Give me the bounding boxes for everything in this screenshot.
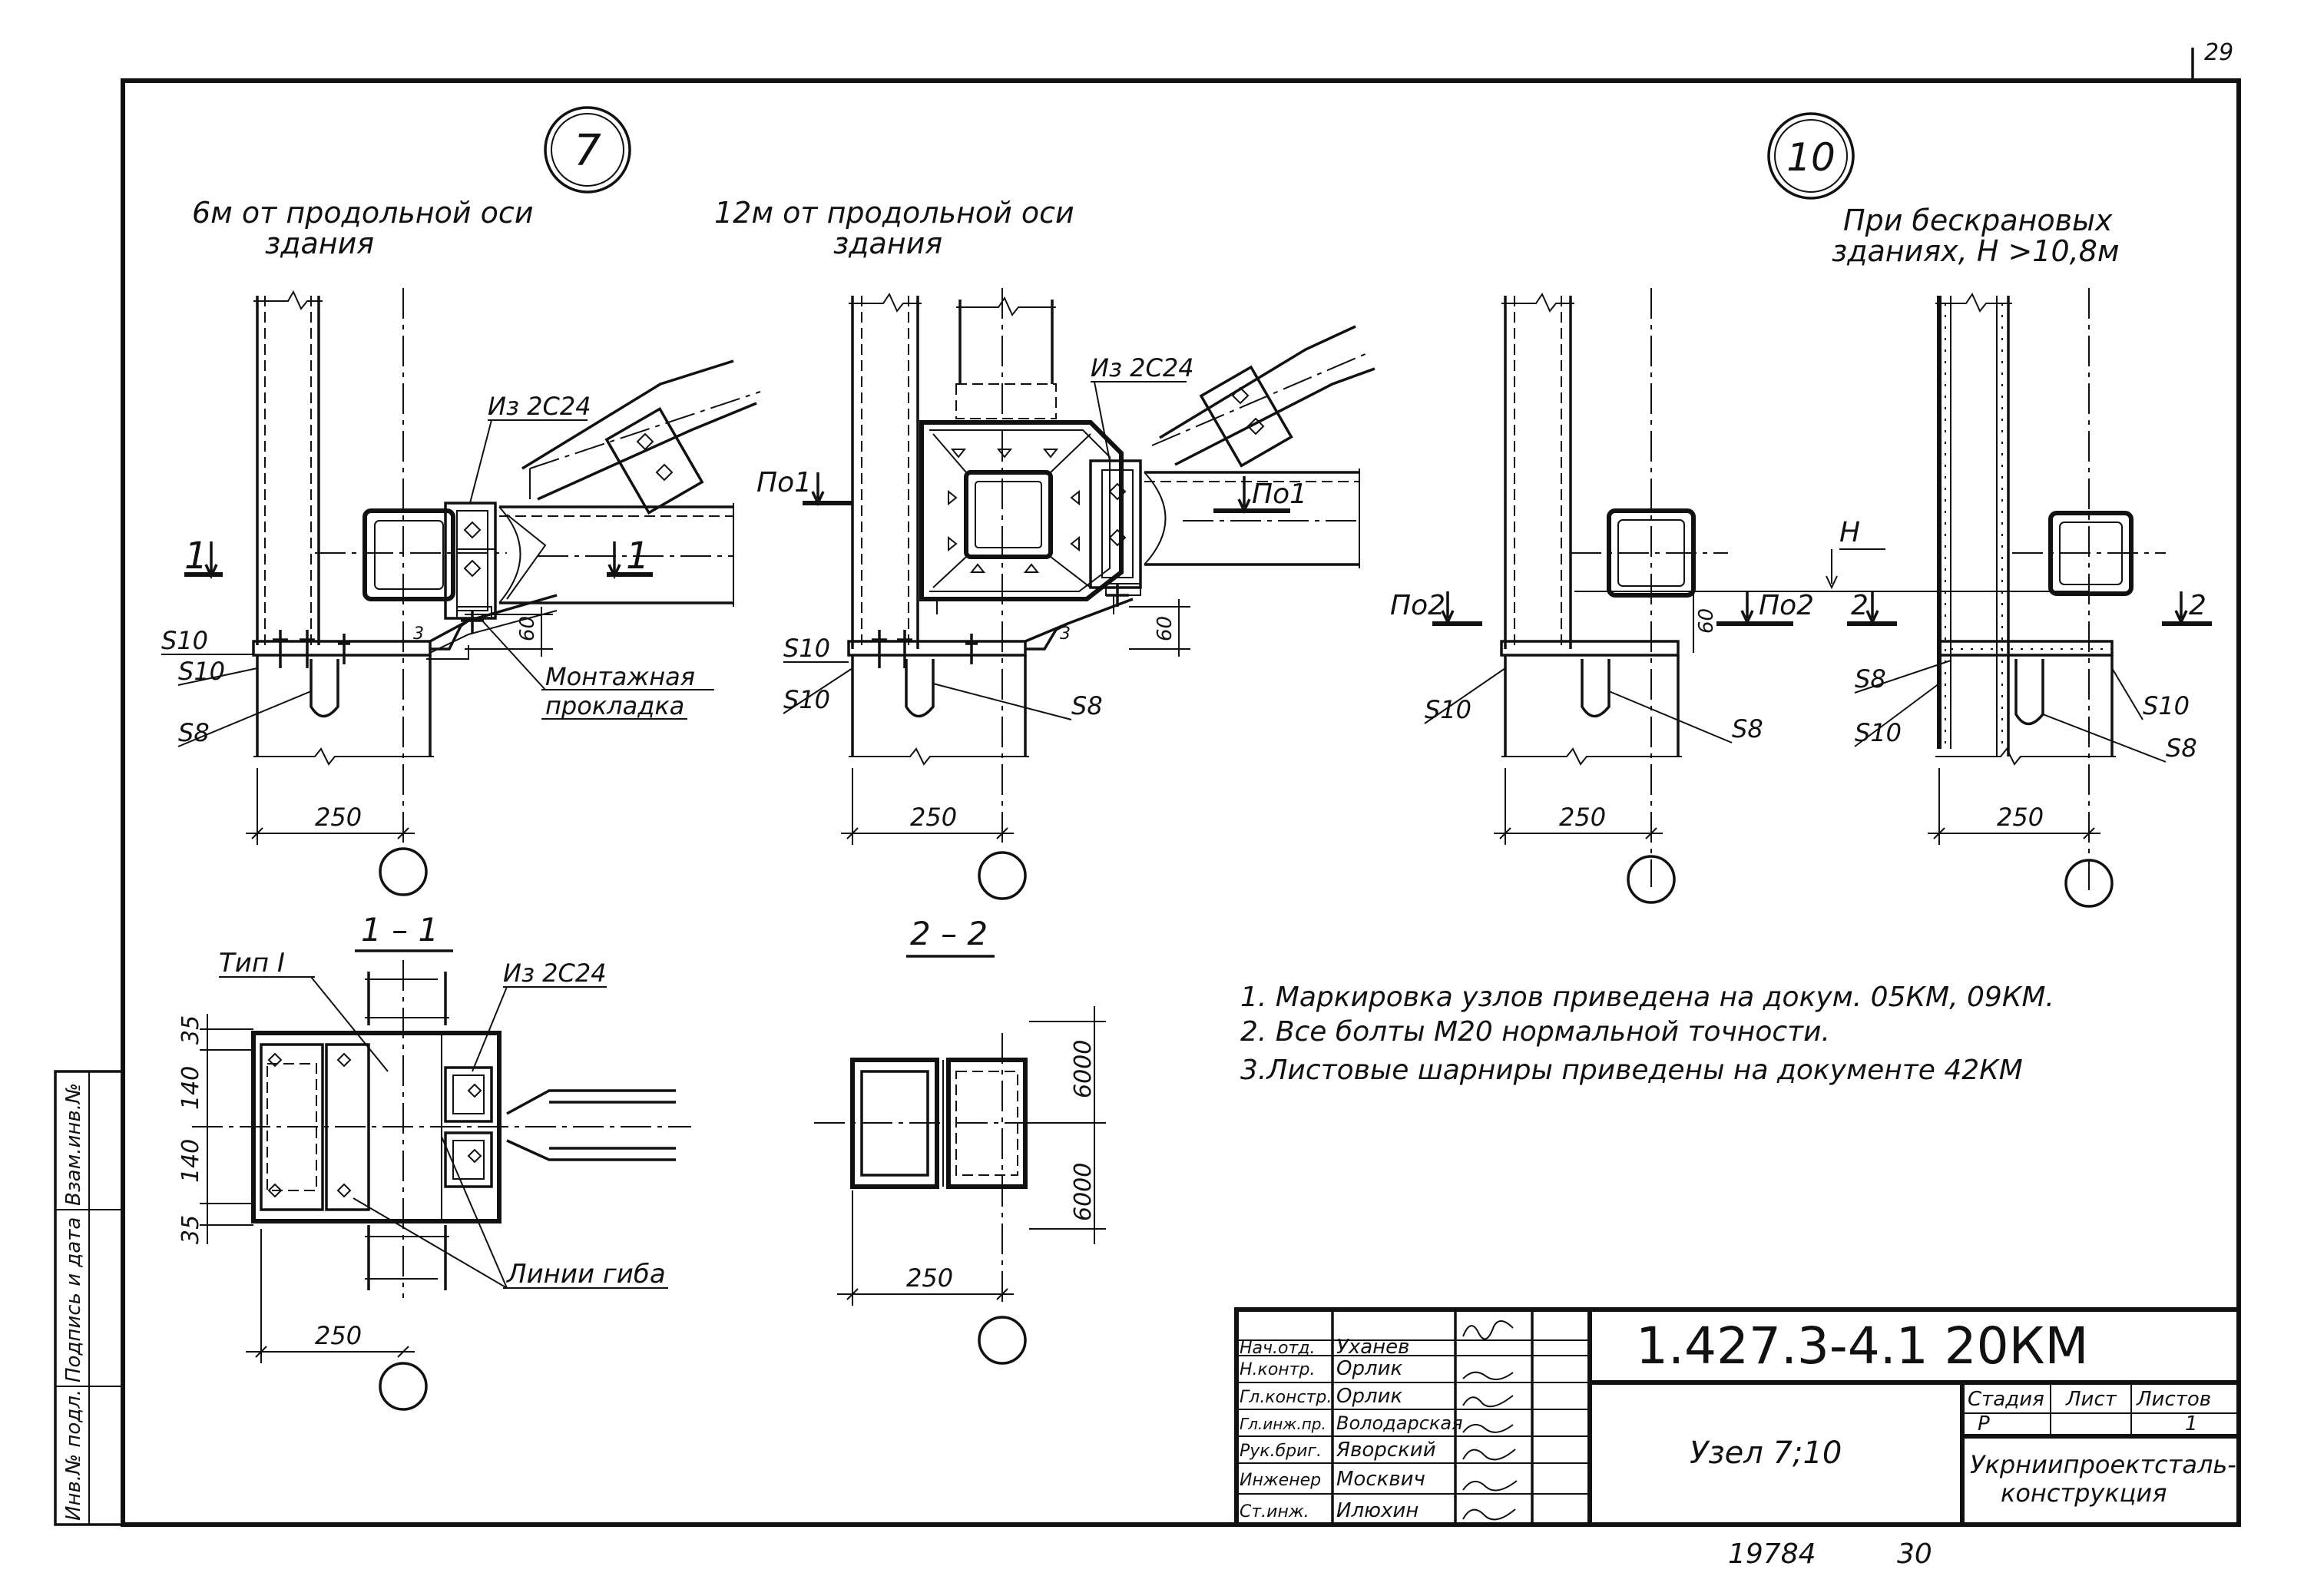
svg-text:250: 250 [315,1321,362,1350]
svg-text:35: 35 [177,1215,204,1244]
view-1-label-mont-1: Монтажная [545,662,695,691]
note-1: 1. Маркировка узлов приведена на докум. … [1240,982,2054,1013]
staff-name-6: Илюхин [1336,1499,1418,1522]
svg-text:3: 3 [413,624,424,644]
view-2-label-iz2c24: Из 2С24 [1091,353,1194,382]
staff-name-3: Володарская [1336,1412,1463,1434]
svg-text:60: 60 [1695,608,1718,634]
side-stamp-sign: Подпись и дата [62,1217,85,1382]
staff-name-4: Яворский [1336,1439,1436,1462]
stage-value: Р [1978,1412,1990,1435]
caption-view-1-line-2: здания [265,227,374,260]
view-3-label-s8: S8 [1732,714,1763,743]
section-1-1-title: 1 – 1 [361,911,439,949]
side-stamp-vzam: Взам.инв.№ [62,1083,85,1206]
view-1-label-s8: S8 [178,718,210,747]
staff-role-5: Инженер [1240,1471,1321,1490]
caption-view-4-line-1: При бескрановых [1843,204,2113,237]
node-10-number: 10 [1786,135,1836,180]
sheets-header: Листов [2136,1388,2211,1411]
node-10-marker: 10 [1767,112,1855,200]
svg-text:250: 250 [1997,803,2044,832]
note-2: 2. Все болты М20 нормальной точности. [1240,1016,1830,1048]
note-3: 3.Листовые шарниры приведены на документ… [1240,1055,2023,1086]
footer-number-2: 30 [1897,1538,1932,1570]
caption-view-4-line-2: зданиях, Н >10,8м [1832,234,2120,268]
sheet-frame [121,78,2241,1527]
footer-number-1: 19784 [1728,1538,1816,1570]
view-2-label-s10-b: S10 [783,685,830,714]
doc-code: 1.427.3-4.1 20КМ [1636,1316,2088,1376]
svg-text:250: 250 [906,1263,953,1293]
staff-name-1: Орлик [1336,1357,1402,1380]
section-2-2-drawing: 6000 6000 250 [814,1006,1106,1365]
staff-name-5: Москвич [1336,1468,1425,1491]
view-2-drawing: 3 60 250 По1 По1 [756,288,1375,900]
side-stamp-inv-podl: Инв.№ подл. [62,1389,85,1521]
svg-text:2: 2 [1851,590,1869,621]
staff-role-6: Ст.инж. [1240,1502,1309,1521]
section-1-1-label-iz2c24: Из 2С24 [503,959,607,988]
svg-text:140: 140 [177,1066,204,1110]
section-2-2-title: 2 – 2 [910,915,988,952]
view-3-drawing: 60 250 По2 По2 Н [1390,288,2089,904]
svg-text:По1: По1 [1252,478,1307,510]
view-1-drawing: 3 60 250 [184,288,761,896]
staff-name-2: Орлик [1336,1385,1402,1408]
svg-text:250: 250 [315,803,362,832]
org-line-2: конструкция [2001,1478,2167,1508]
view-2-label-s10-a: S10 [783,634,830,663]
svg-text:3: 3 [1060,624,1071,644]
svg-text:35: 35 [177,1015,204,1045]
node-7-marker: 7 [544,106,631,194]
svg-text:140: 140 [177,1139,204,1183]
view-4-label-s10-right: S10 [2143,691,2190,720]
view-3-label-s10: S10 [1425,695,1471,724]
svg-text:По2: По2 [1759,590,1814,621]
svg-text:2: 2 [2189,590,2206,621]
view-1-label-mont-2: прокладка [545,691,684,720]
svg-text:1: 1 [626,535,650,578]
view-4-label-s8: S8 [1855,664,1886,694]
corner-mark: 29 [2204,39,2233,66]
view-1-label-s10-b: S10 [178,657,225,686]
view-4-drawing: 250 2 2 [1847,288,2212,908]
staff-role-3: Гл.инж.пр. [1240,1415,1326,1433]
view-1-label-s10-a: S10 [161,626,208,655]
svg-text:60: 60 [1154,616,1177,641]
drawing-title: Узел 7;10 [1690,1435,1842,1471]
caption-view-2-line-1: 12м от продольной оси [714,196,1074,230]
svg-text:250: 250 [1559,803,1606,832]
title-block [1234,1307,2241,1527]
view-1-label-iz2c24: Из 2С24 [488,392,591,421]
caption-view-2-line-2: здания [833,227,942,260]
section-1-1-drawing: 35 140 140 35 250 [177,960,691,1411]
caption-view-1-line-1: 6м от продольной оси [192,196,534,230]
stage-header: Стадия [1968,1388,2044,1411]
view-4-label-s10-left: S10 [1855,718,1902,747]
staff-role-2: Гл.констр. [1240,1388,1332,1407]
sheets-value: 1 [2185,1412,2198,1435]
staff-name-0: Уханев [1336,1336,1409,1359]
svg-text:6000: 6000 [1070,1040,1097,1098]
section-1-1-label-type1: Тип I [219,948,285,978]
svg-text:По2: По2 [1390,590,1445,621]
side-stamp: Инв.№ подл. Подпись и дата Взам.инв.№ [54,1070,124,1526]
staff-role-1: Н.контр. [1240,1360,1315,1379]
svg-text:1: 1 [184,535,208,578]
svg-text:250: 250 [910,803,957,832]
svg-text:60: 60 [516,616,539,641]
svg-text:По1: По1 [756,467,812,498]
staff-role-4: Рук.бриг. [1240,1442,1322,1461]
node-7-number: 7 [574,126,601,176]
staff-role-0: Нач.отд. [1240,1339,1316,1358]
sheet-header: Лист [2065,1388,2117,1411]
svg-text:Н: Н [1839,517,1860,548]
org-line-1: Укрниипроектсталь- [1970,1450,2236,1479]
svg-text:6000: 6000 [1070,1163,1097,1221]
section-1-1-label-bend: Линии гиба [505,1259,666,1290]
view-4-label-s8-right: S8 [2166,733,2197,763]
view-2-label-s8: S8 [1071,691,1103,720]
